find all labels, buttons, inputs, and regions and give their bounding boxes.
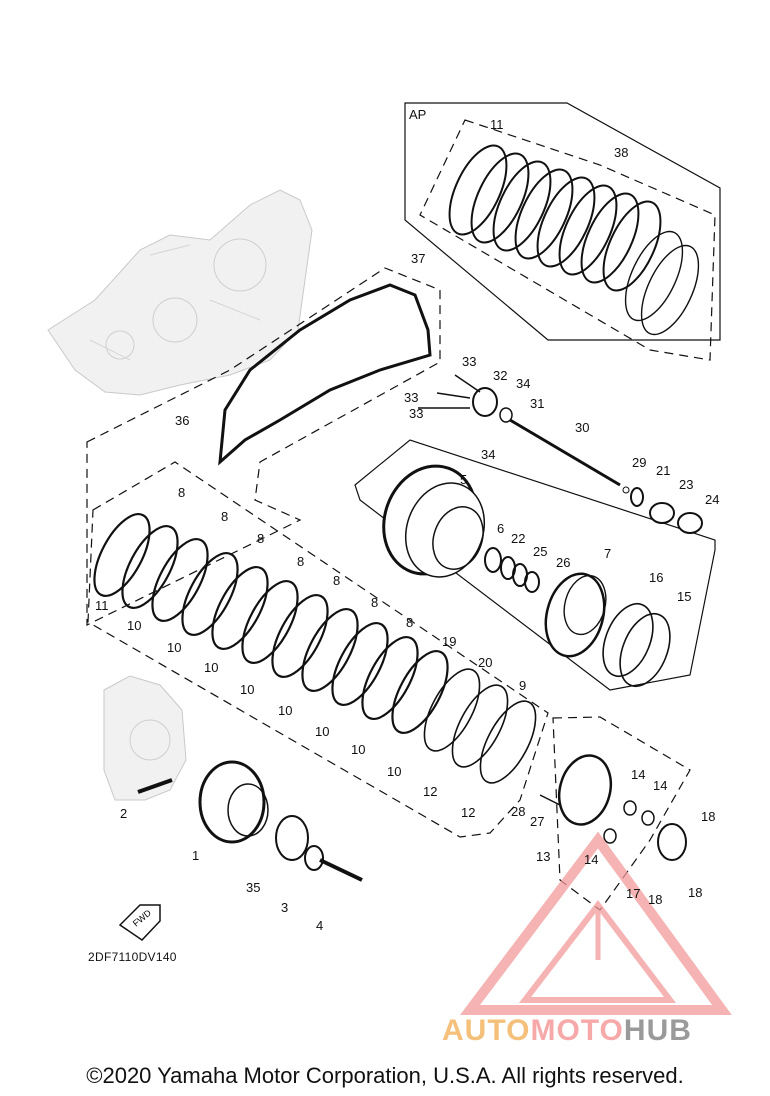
callout-20: 20 [478, 655, 492, 670]
callout-2: 2 [120, 806, 127, 821]
callout-6: 6 [497, 521, 504, 536]
callout-35: 35 [246, 880, 260, 895]
callout-11-ap: 11 [490, 117, 504, 132]
callout-12a: 12 [423, 784, 437, 799]
callout-33b: 33 [404, 390, 418, 405]
watermark-part-3: HUB [623, 1014, 692, 1047]
callout-8a: 8 [178, 485, 185, 500]
callout-32: 32 [493, 368, 507, 383]
wire-rings [602, 603, 671, 687]
callout-23: 23 [679, 477, 693, 492]
callout-10c: 10 [204, 660, 218, 675]
callout-25: 25 [533, 544, 547, 559]
clutch-plates-box [87, 461, 549, 838]
callout-21: 21 [656, 463, 670, 478]
callout-10a: 10 [127, 618, 141, 633]
bearings [622, 486, 703, 534]
drawing-code: 2DF7110DV140 [88, 950, 177, 964]
callout-24: 24 [705, 492, 719, 507]
callout-8c: 8 [257, 531, 264, 546]
callout-19: 19 [442, 634, 456, 649]
watermark-text: AUTOMOTOHUB [442, 1014, 692, 1048]
crankcase-lower-outline [103, 675, 187, 801]
callout-9: 9 [519, 678, 526, 693]
callout-33c: 33 [409, 406, 423, 421]
callout-3: 3 [281, 900, 288, 915]
callout-17: 17 [626, 886, 640, 901]
ap-plates [448, 144, 700, 336]
box-label: AP [409, 107, 426, 122]
callout-26: 26 [556, 555, 570, 570]
callout-7: 7 [604, 546, 611, 561]
callout-16: 16 [649, 570, 663, 585]
watermark-part-1: AUTO [442, 1014, 531, 1047]
callout-11: 11 [95, 598, 109, 613]
callout-10d: 10 [240, 682, 254, 697]
callout-10g: 10 [351, 742, 365, 757]
callout-38: 38 [614, 145, 628, 160]
watermark-part-2: MOTO [530, 1014, 624, 1047]
callout-8g: 8 [406, 615, 413, 630]
callout-14b: 14 [653, 778, 667, 793]
push-rod-assembly [418, 374, 621, 487]
callout-18b: 18 [648, 892, 662, 907]
callout-1: 1 [192, 848, 199, 863]
callout-10h: 10 [387, 764, 401, 779]
pressure-plate-box [539, 716, 691, 911]
washers [484, 547, 540, 593]
callout-36: 36 [175, 413, 189, 428]
primary-gear-parts [137, 760, 363, 882]
callout-12b: 12 [461, 805, 475, 820]
callout-33a: 33 [462, 354, 476, 369]
callout-27: 27 [530, 814, 544, 829]
copyright-notice: ©2020 Yamaha Motor Corporation, U.S.A. A… [86, 1063, 684, 1088]
callout-14c: 14 [584, 852, 598, 867]
callout-37: 37 [411, 251, 425, 266]
callout-8d: 8 [297, 554, 304, 569]
clutch-boss [544, 572, 607, 658]
callout-22: 22 [511, 531, 525, 546]
callout-30: 30 [575, 420, 589, 435]
callout-10b: 10 [167, 640, 181, 655]
callout-28: 28 [511, 804, 525, 819]
watermark-logo-icon [459, 831, 732, 1015]
callout-10f: 10 [315, 724, 329, 739]
callout-15: 15 [677, 589, 691, 604]
callout-8e: 8 [333, 573, 340, 588]
callout-18a: 18 [701, 809, 715, 824]
callout-8f: 8 [371, 595, 378, 610]
callout-8b: 8 [221, 509, 228, 524]
callout-18c: 18 [688, 885, 702, 900]
forward-arrow-icon: FWD [118, 904, 161, 941]
callout-31: 31 [530, 396, 544, 411]
gasket [86, 267, 441, 626]
callout-34b: 34 [481, 447, 495, 462]
callout-5: 5 [460, 472, 467, 487]
crankcase-outline [47, 189, 313, 396]
callout-10e: 10 [278, 703, 292, 718]
clutch-pack-plates [93, 513, 537, 784]
callouts: 1 2 3 4 5 6 7 8 8 8 8 8 8 8 9 10 10 10 1… [95, 117, 719, 933]
callout-29: 29 [632, 455, 646, 470]
clutch-housing [382, 464, 486, 578]
callout-4: 4 [316, 918, 323, 933]
callout-34a: 34 [516, 376, 530, 391]
callout-14a: 14 [631, 767, 645, 782]
callout-13: 13 [536, 849, 550, 864]
ap-kit-box: AP [404, 102, 721, 361]
